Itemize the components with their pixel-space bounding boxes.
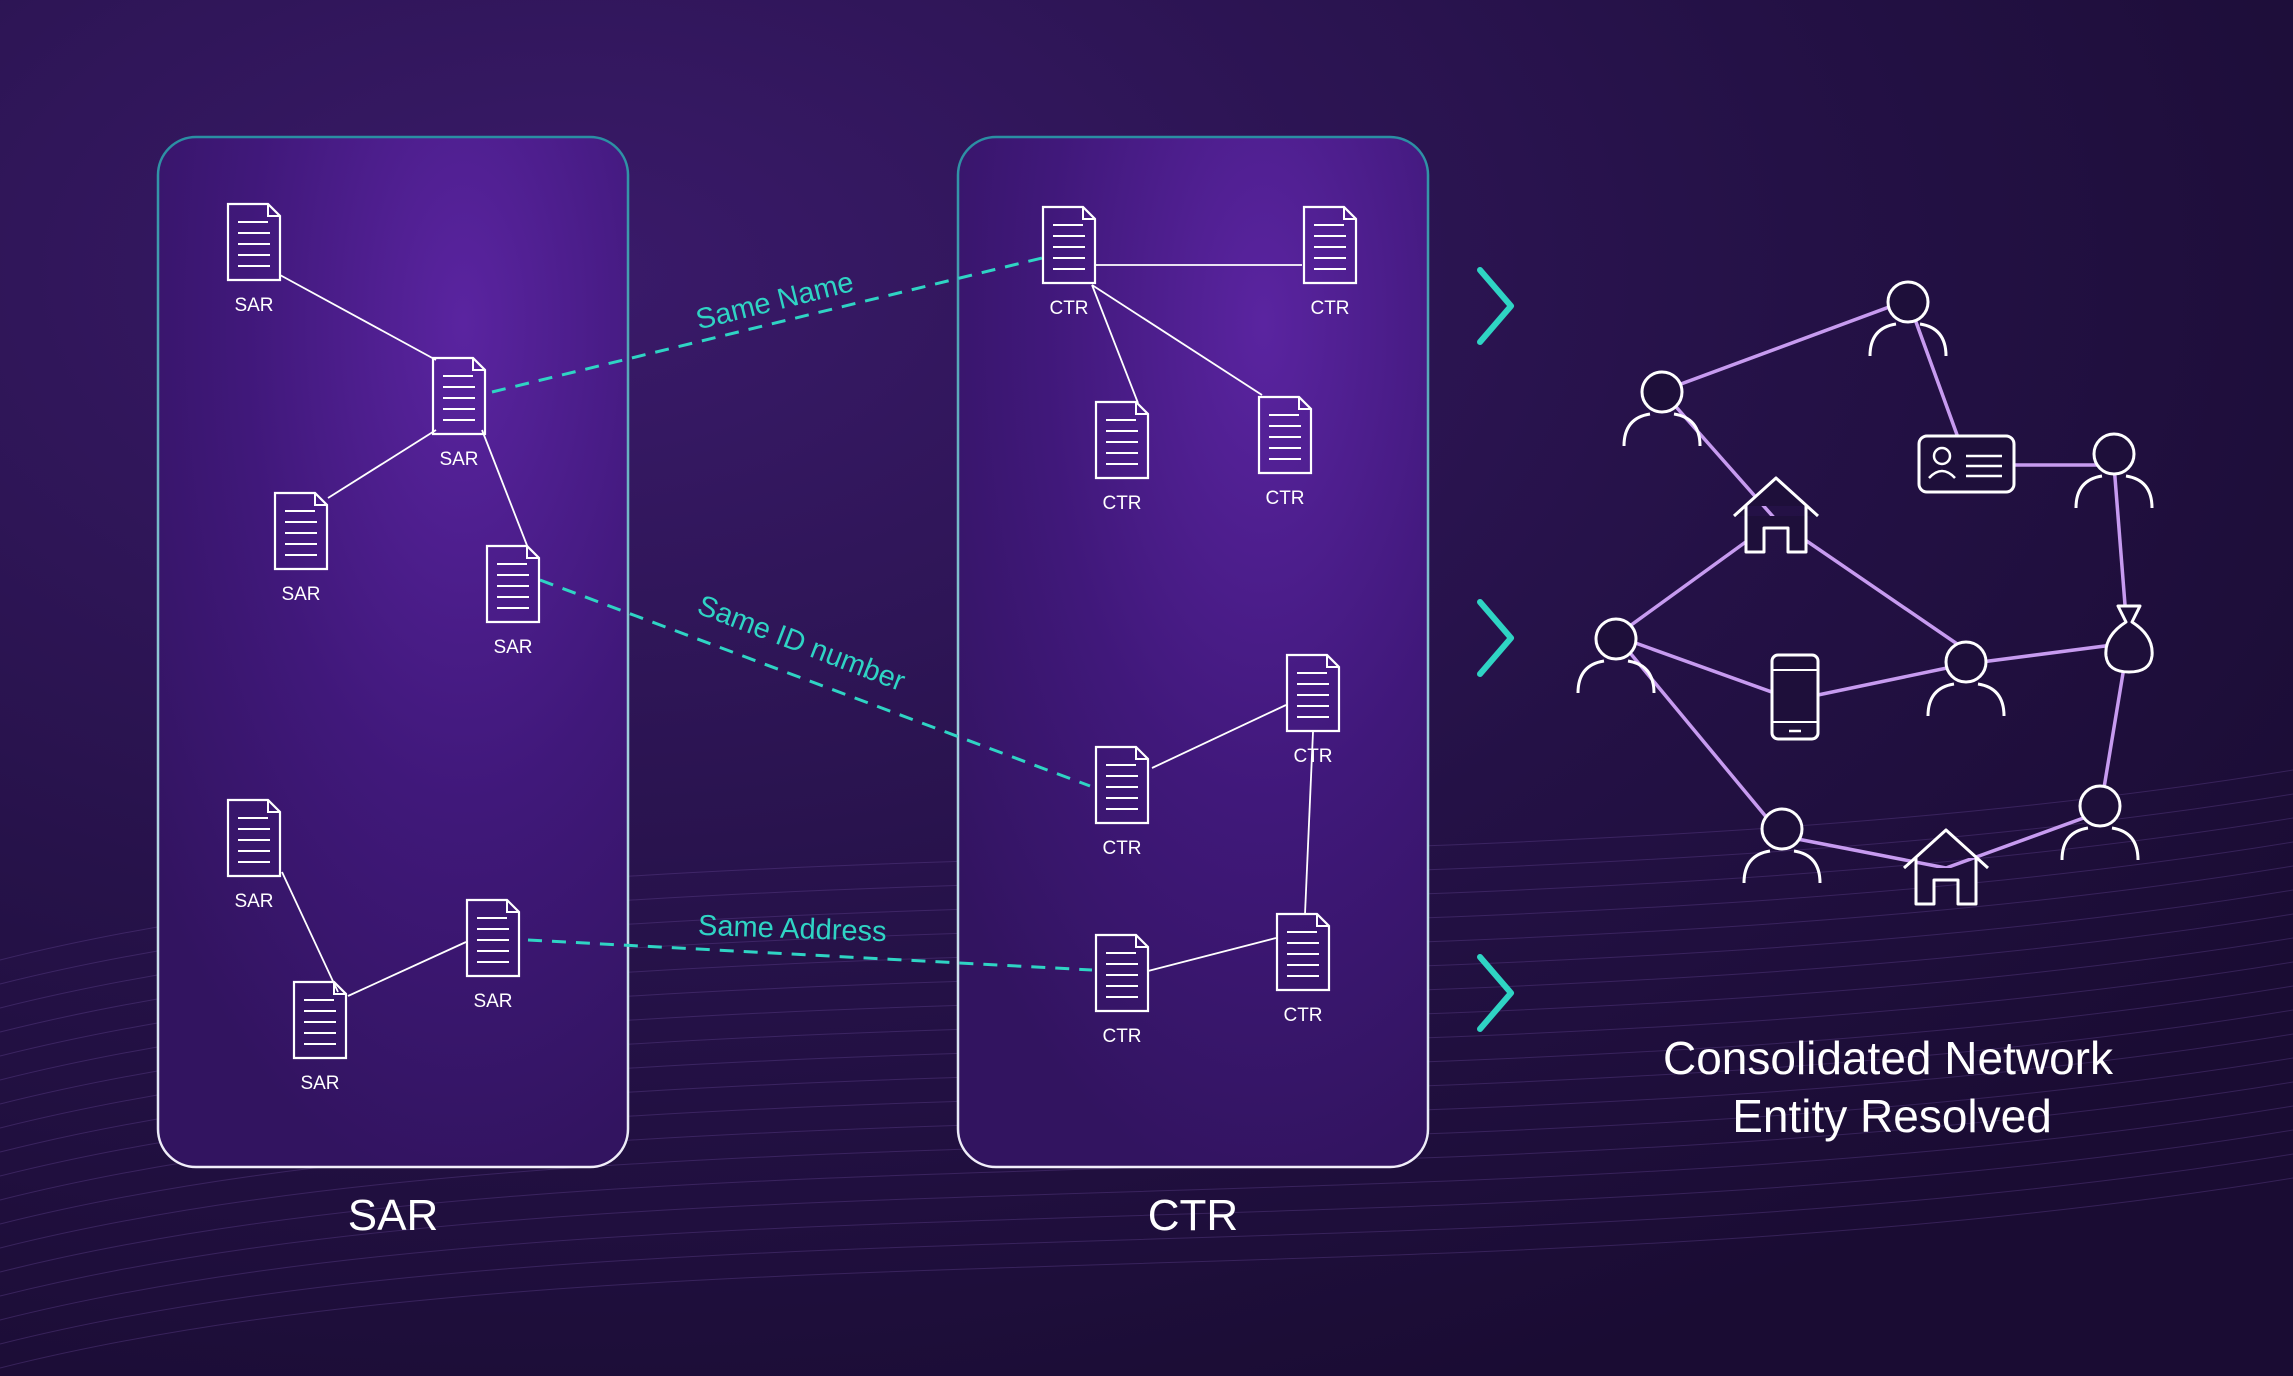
wave-line bbox=[0, 1081, 2293, 1273]
wave-line bbox=[0, 1105, 2293, 1297]
ctr-document: CTR bbox=[1285, 653, 1341, 767]
document-label: SAR bbox=[473, 991, 512, 1012]
document-label: SAR bbox=[281, 584, 320, 605]
ctr-panel bbox=[956, 135, 1430, 1169]
ctr-panel-title: CTR bbox=[1148, 1191, 1238, 1240]
chevron-arrows bbox=[1477, 267, 1514, 1032]
network-edge bbox=[1615, 634, 1795, 702]
ctr-edge bbox=[1304, 731, 1314, 915]
sar-edge bbox=[281, 871, 339, 993]
sar-edge bbox=[481, 429, 529, 549]
sar-panel bbox=[156, 135, 630, 1169]
network-nodes bbox=[1576, 280, 2154, 906]
ctr-documents: CTR CTR CTR CTR CTR CTR CTR CTR bbox=[1041, 205, 1358, 1047]
wave-line bbox=[0, 1129, 2293, 1321]
link-label-same-address: Same Address bbox=[698, 910, 888, 949]
document-label: CTR bbox=[1102, 838, 1141, 859]
ctr-edge bbox=[1151, 704, 1287, 769]
money-bag-icon bbox=[2104, 604, 2154, 674]
sar-edge bbox=[279, 274, 437, 361]
network-edge bbox=[1661, 298, 1909, 393]
sar-document: SAR bbox=[226, 202, 282, 316]
sar-document: SAR bbox=[465, 898, 521, 1012]
chevron-right-icon bbox=[1477, 954, 1514, 1032]
ctr-document: CTR bbox=[1094, 400, 1150, 514]
same-id-connector bbox=[539, 578, 1091, 788]
sar-edge bbox=[347, 941, 467, 997]
sar-document: SAR bbox=[226, 798, 282, 912]
document-label: SAR bbox=[234, 891, 273, 912]
ctr-document: CTR bbox=[1041, 205, 1097, 319]
document-label: CTR bbox=[1310, 298, 1349, 319]
document-label: CTR bbox=[1049, 298, 1088, 319]
sar-edges bbox=[279, 274, 529, 997]
sar-document: SAR bbox=[273, 491, 329, 605]
document-label: CTR bbox=[1102, 1026, 1141, 1047]
network-caption-line1: Consolidated Network bbox=[1663, 1032, 2114, 1084]
network-edge bbox=[1775, 518, 1967, 652]
link-connectors bbox=[491, 256, 1093, 972]
ctr-document: CTR bbox=[1275, 912, 1331, 1026]
ctr-edge bbox=[1091, 284, 1139, 404]
ctr-edge bbox=[1147, 937, 1277, 972]
network-edge bbox=[1945, 810, 2101, 870]
network-edge bbox=[1781, 834, 1947, 870]
network-edge bbox=[1965, 641, 2129, 666]
ctr-edge bbox=[1091, 284, 1263, 396]
document-label: CTR bbox=[1265, 488, 1304, 509]
document-label: SAR bbox=[234, 295, 273, 316]
chevron-right-icon bbox=[1477, 599, 1514, 677]
phone-icon bbox=[1770, 653, 1820, 741]
document-label: SAR bbox=[439, 449, 478, 470]
document-label: CTR bbox=[1102, 493, 1141, 514]
ctr-document: CTR bbox=[1302, 205, 1358, 319]
ctr-document: CTR bbox=[1094, 745, 1150, 859]
document-label: SAR bbox=[300, 1073, 339, 1094]
network-caption-line2: Entity Resolved bbox=[1732, 1090, 2052, 1142]
network-edge bbox=[1614, 634, 1784, 838]
wave-line bbox=[0, 1177, 2293, 1369]
network-edge bbox=[1793, 662, 1967, 702]
document-label: CTR bbox=[1293, 746, 1332, 767]
sar-document: SAR bbox=[485, 544, 541, 658]
document-label: SAR bbox=[493, 637, 532, 658]
sar-documents: SAR SAR SAR SAR SAR SAR SAR bbox=[226, 202, 541, 1094]
ctr-edges bbox=[1091, 264, 1314, 972]
sar-document: SAR bbox=[292, 980, 348, 1094]
document-label: CTR bbox=[1283, 1005, 1322, 1026]
ctr-document: CTR bbox=[1094, 933, 1150, 1047]
sar-document: SAR bbox=[431, 356, 487, 470]
sar-edge bbox=[327, 429, 437, 499]
id-card-icon bbox=[1917, 434, 2016, 494]
sar-panel-title: SAR bbox=[348, 1191, 438, 1240]
wave-line bbox=[0, 1153, 2293, 1345]
ctr-document: CTR bbox=[1257, 395, 1313, 509]
chevron-right-icon bbox=[1477, 267, 1514, 345]
